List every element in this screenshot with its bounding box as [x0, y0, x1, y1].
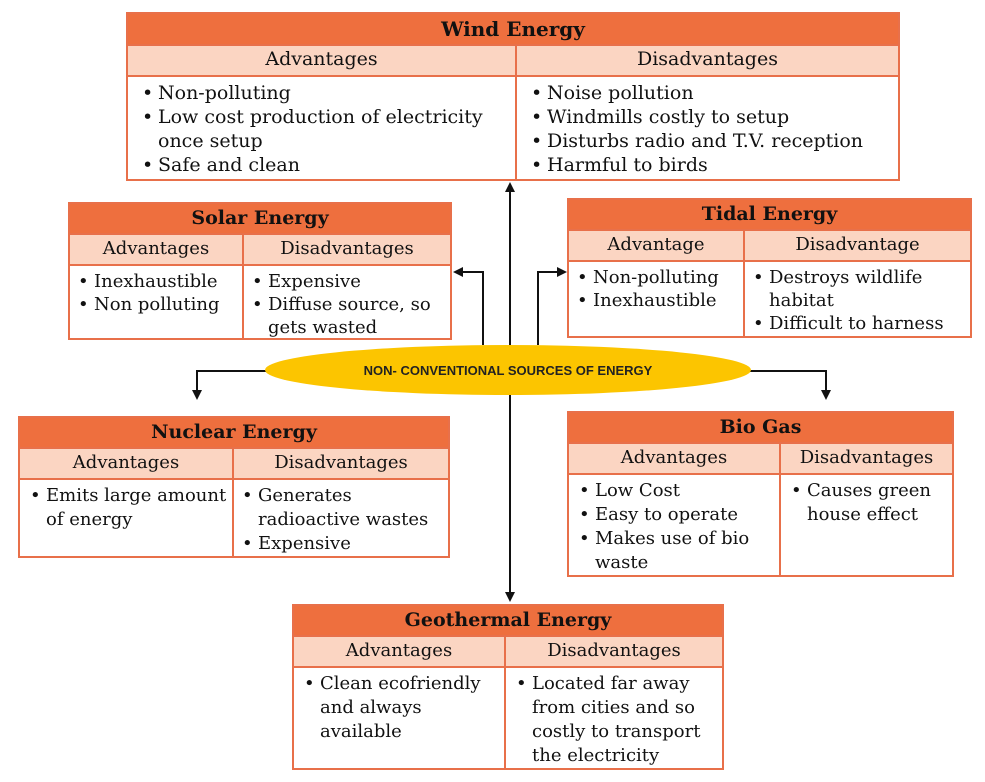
tidal-energy-card: Tidal Energy Advantage Disadvantage Non-… — [567, 198, 972, 338]
solar-disadvantages-heading: Disadvantages — [242, 235, 450, 264]
list-item: Clean ecofriendly and always available — [298, 672, 500, 744]
nuclear-advantages-list: Emits large amount of energy — [24, 484, 228, 532]
list-item: Inexhaustible — [72, 270, 240, 293]
biogas-advantages-list: Low Cost Easy to operate Makes use of bi… — [573, 479, 775, 575]
wind-disadvantages-heading: Disadvantages — [515, 46, 898, 75]
nuclear-disadvantages-list: Generates radioactive wastes Expensive — [236, 484, 446, 556]
list-item: Makes use of bio waste — [573, 527, 775, 575]
biogas-advantages-heading: Advantages — [620, 447, 728, 468]
solar-advantages-list: Inexhaustible Non polluting — [72, 270, 240, 316]
biogas-card: Bio Gas Advantages Disadvantages Low Cos… — [567, 411, 954, 577]
arrow-to-solar — [453, 267, 484, 345]
nuclear-energy-title: Nuclear Energy — [20, 418, 448, 449]
tidal-advantages-list: Non-polluting Inexhaustible — [571, 266, 741, 312]
list-item: Destroys wildlife habitat — [747, 266, 968, 312]
geothermal-energy-title: Geothermal Energy — [294, 606, 722, 637]
wind-disadvantages-list: Noise pollution Windmills costly to setu… — [525, 81, 890, 177]
list-item: Low Cost — [573, 479, 775, 503]
tidal-disadvantages-list: Destroys wildlife habitat Difficult to h… — [747, 266, 968, 335]
center-ellipse: NON- CONVENTIONAL SOURCES OF ENERGY — [265, 345, 751, 395]
wind-advantages-list: Non-polluting Low cost production of ele… — [136, 81, 507, 177]
arrow-to-nuclear — [192, 370, 268, 400]
list-item: Located far away from cities and so cost… — [510, 672, 718, 768]
nuclear-energy-card: Nuclear Energy Advantages Disadvantages … — [18, 416, 450, 558]
list-item: Causes green house effect — [785, 479, 948, 527]
center-label: NON- CONVENTIONAL SOURCES OF ENERGY — [363, 362, 653, 378]
nuclear-advantages-heading: Advantages — [72, 452, 180, 473]
biogas-disadvantages-list: Causes green house effect — [785, 479, 948, 527]
list-item: Non polluting — [72, 293, 240, 316]
geothermal-energy-card: Geothermal Energy Advantages Disadvantag… — [292, 604, 724, 770]
arrow-to-biogas — [748, 370, 831, 400]
list-item: Non-polluting — [136, 81, 507, 105]
list-item: Harmful to birds — [525, 153, 890, 177]
list-item: Safe and clean — [136, 153, 507, 177]
wind-advantages-heading: Advantages — [265, 48, 378, 70]
list-item: Generates radioactive wastes — [236, 484, 446, 532]
geothermal-advantages-heading: Advantages — [345, 640, 453, 661]
list-item: Easy to operate — [573, 503, 775, 527]
arrow-to-tidal — [537, 267, 567, 345]
solar-energy-card: Solar Energy Advantages Disadvantages In… — [68, 202, 452, 340]
solar-advantages-heading: Advantages — [102, 238, 210, 259]
list-item: Difficult to harness — [747, 312, 968, 335]
geothermal-advantages-list: Clean ecofriendly and always available — [298, 672, 500, 744]
list-item: Diffuse source, so gets wasted — [246, 293, 448, 339]
solar-disadvantages-list: Expensive Diffuse source, so gets wasted — [246, 270, 448, 339]
list-item: Windmills costly to setup — [525, 105, 890, 129]
list-item: Emits large amount of energy — [24, 484, 228, 532]
wind-energy-card: Wind Energy Advantages Disadvantages Non… — [126, 12, 900, 181]
list-item: Noise pollution — [525, 81, 890, 105]
geothermal-disadvantages-heading: Disadvantages — [504, 637, 722, 666]
biogas-title: Bio Gas — [569, 413, 952, 444]
tidal-disadvantage-heading: Disadvantage — [743, 231, 970, 260]
list-item: Expensive — [246, 270, 448, 293]
solar-energy-title: Solar Energy — [70, 204, 450, 235]
list-item: Inexhaustible — [571, 289, 741, 312]
list-item: Non-polluting — [571, 266, 741, 289]
tidal-energy-title: Tidal Energy — [569, 200, 970, 231]
biogas-disadvantages-heading: Disadvantages — [779, 444, 952, 473]
list-item: Disturbs radio and T.V. reception — [525, 129, 890, 153]
geothermal-disadvantages-list: Located far away from cities and so cost… — [510, 672, 718, 768]
nuclear-disadvantages-heading: Disadvantages — [232, 449, 448, 478]
tidal-advantage-heading: Advantage — [607, 234, 705, 255]
wind-energy-title: Wind Energy — [128, 14, 898, 46]
list-item: Low cost production of electricity once … — [136, 105, 507, 153]
list-item: Expensive — [236, 532, 446, 556]
